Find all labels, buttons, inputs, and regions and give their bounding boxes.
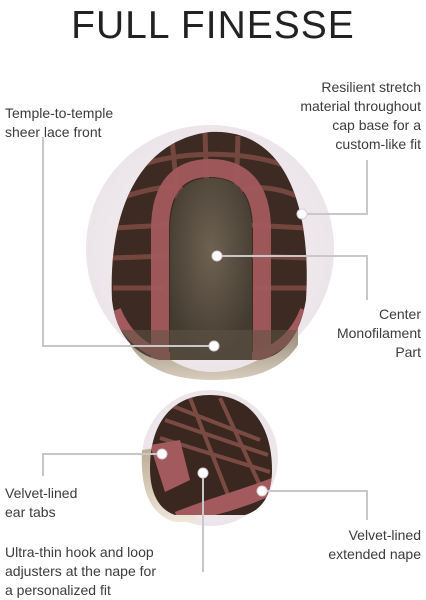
label-line: Velvet-lined — [5, 485, 78, 501]
label-mono-part: Center Monofilament Part — [301, 305, 421, 362]
callout-dots — [156, 208, 308, 497]
label-line: Velvet-lined — [348, 527, 421, 543]
label-ear-tabs: Velvet-lined ear tabs — [5, 484, 77, 522]
label-stretch-material: Resilient stretch material throughout ca… — [221, 78, 421, 154]
label-line: ear tabs — [5, 504, 56, 520]
label-line: Center — [378, 306, 421, 322]
cap-nape-view — [141, 390, 278, 526]
label-temple-lace: Temple-to-temple sheer lace front — [5, 104, 113, 142]
callout-lines — [42, 137, 368, 572]
callout-line-stretch-material — [302, 160, 368, 215]
label-line: custom-like fit — [335, 136, 421, 152]
hair-fringe — [130, 318, 298, 380]
cap-top-view — [86, 125, 334, 380]
velvet-band — [151, 158, 271, 360]
callout-line-temple-lace — [42, 137, 214, 347]
label-hook-loop: Ultra-thin hook and loop adjusters at th… — [5, 543, 156, 600]
label-line: Temple-to-temple — [5, 105, 114, 121]
label-extended-nape: Velvet-lined extended nape — [281, 526, 421, 564]
callout-line-ear-tabs — [42, 453, 162, 476]
callout-line-extended-nape — [262, 490, 368, 520]
callout-dot-mono-part — [211, 250, 223, 262]
page-title: FULL FINESSE — [71, 4, 355, 47]
label-line: a personalized fit — [5, 582, 111, 598]
callout-dot-extended-nape — [256, 485, 268, 497]
callout-dot-hook-loop — [197, 467, 209, 479]
callout-dot-stretch-material — [296, 208, 308, 220]
label-line: sheer lace front — [5, 124, 102, 140]
label-line: Resilient stretch — [321, 79, 421, 95]
callout-line-mono-part — [218, 255, 368, 300]
label-line: Part — [395, 344, 421, 360]
label-line: Ultra-thin hook and loop — [5, 544, 154, 560]
label-line: cap base for a — [332, 117, 421, 133]
mono-part — [170, 178, 252, 360]
label-line: extended nape — [328, 546, 421, 562]
velvet-nape-band — [175, 478, 272, 515]
label-line: Monofilament — [336, 325, 421, 341]
callout-dot-temple-lace — [208, 340, 220, 352]
label-line: material throughout — [300, 98, 421, 114]
callout-dot-ear-tabs — [156, 448, 168, 460]
label-line: adjusters at the nape for — [5, 563, 156, 579]
